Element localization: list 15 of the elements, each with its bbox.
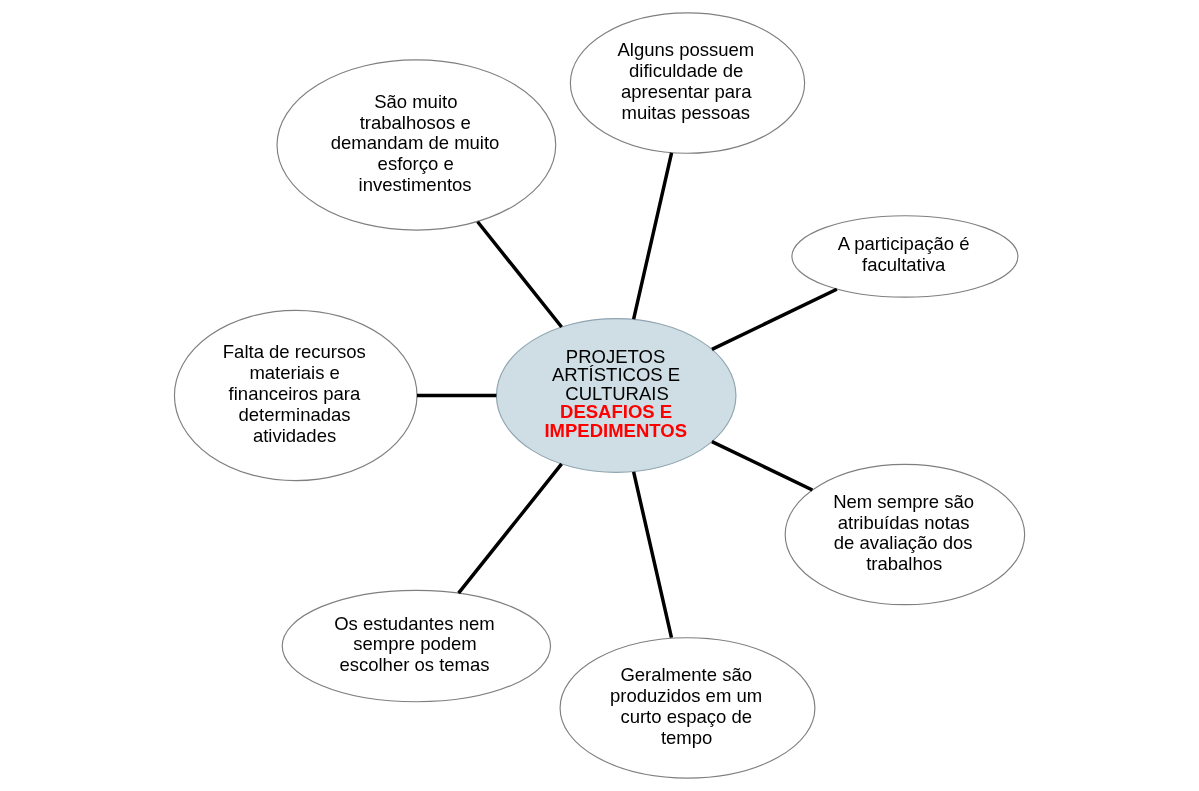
- node-ellipse: Geralmente são produzidos em um curto espaço de tempo: [559, 637, 816, 779]
- node-ellipse: PROJETOS ARTÍSTICOS E CULTURAIS DESAFIOS E IMPEDIMENTOS: [495, 318, 737, 473]
- connector: [711, 287, 838, 351]
- connector: [711, 440, 814, 492]
- connector: [416, 393, 497, 398]
- node-ellipse: Falta de recursos materiais e financeiros para determinadas atividades: [173, 309, 418, 482]
- node-ellipse: São muito trabalhosos e demandam de muito esforço e investimentos: [276, 59, 557, 231]
- connector: [476, 220, 563, 329]
- connector: [631, 471, 674, 638]
- connector: [631, 152, 674, 320]
- node-ellipse: Nem sempre são atribuídas notas de avaliação dos trabalhos: [784, 463, 1026, 606]
- connector: [457, 462, 563, 595]
- node-ellipse: A participação é facultativa: [791, 215, 1019, 298]
- node-ellipse: Os estudantes nem sempre podem escolher os temas: [281, 589, 552, 703]
- node-ellipse: Alguns possuem dificuldade de apresentar para muitas pessoas: [569, 12, 806, 154]
